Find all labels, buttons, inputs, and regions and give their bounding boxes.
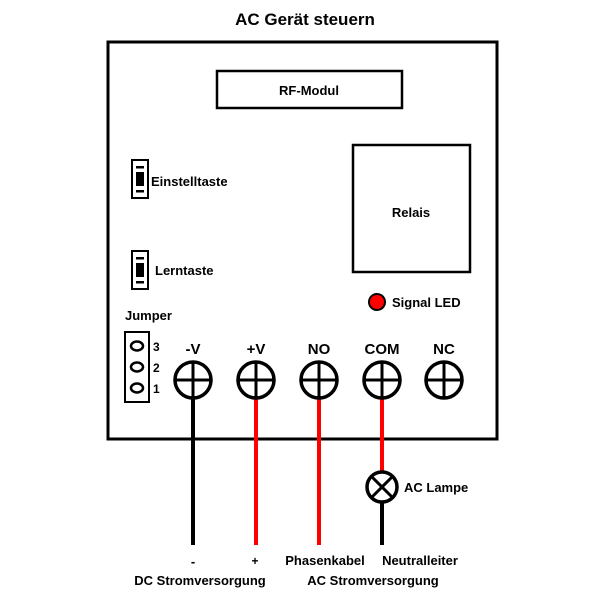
wires	[191, 399, 384, 545]
diagram-title: AC Gerät steuern	[235, 10, 375, 29]
neutral-label: Neutralleiter	[382, 553, 458, 568]
ac-lamp: AC Lampe	[365, 470, 468, 504]
jumper-label: Jumper	[125, 308, 172, 323]
jumper-block	[124, 331, 150, 403]
setting-button: Einstelltaste	[131, 159, 228, 199]
terminal-com: COM	[362, 341, 402, 400]
terminal-label: -V	[186, 341, 201, 358]
lamp-label: AC Lampe	[404, 480, 468, 495]
led-icon	[368, 293, 386, 311]
jumper-pin-label: 1	[153, 382, 160, 396]
terminal-label: COM	[365, 341, 400, 358]
phase-label: Phasenkabel	[285, 553, 365, 568]
relay: Relais	[351, 143, 472, 274]
rf-module-box	[215, 69, 404, 110]
jumper-pin-3	[129, 340, 145, 352]
learn-button: Lerntaste	[131, 250, 214, 290]
terminal-nc: NC	[424, 341, 464, 400]
setting-button-label: Einstelltaste	[151, 174, 228, 189]
terminal-plus-v: +V	[236, 341, 276, 400]
jumper-pin-1	[129, 382, 145, 394]
ac-supply-label: AC Stromversorgung	[307, 573, 439, 588]
learn-button-label: Lerntaste	[155, 263, 214, 278]
jumper-pin-2	[129, 361, 145, 373]
dc-plus-label: +	[251, 554, 258, 568]
signal-led: Signal LED	[368, 293, 461, 311]
dc-minus-label: -	[191, 554, 195, 569]
relay-label: Relais	[392, 205, 430, 220]
controller-box	[106, 40, 499, 441]
relay-box	[351, 143, 472, 274]
rf-module-label: RF-Modul	[279, 83, 339, 98]
rf-module: RF-Modul	[215, 69, 404, 110]
terminal-minus-v: -V	[173, 341, 213, 400]
terminal-label: NO	[308, 341, 331, 358]
terminal-label: NC	[433, 341, 455, 358]
jumper-pin-label: 2	[153, 361, 160, 375]
jumper-pin-label: 3	[153, 340, 160, 354]
terminal-no: NO	[299, 341, 339, 400]
signal-led-label: Signal LED	[392, 295, 461, 310]
jumper: Jumper 3 2 1	[124, 308, 172, 403]
terminal-label: +V	[247, 341, 266, 358]
dc-supply-label: DC Stromversorgung	[134, 573, 266, 588]
